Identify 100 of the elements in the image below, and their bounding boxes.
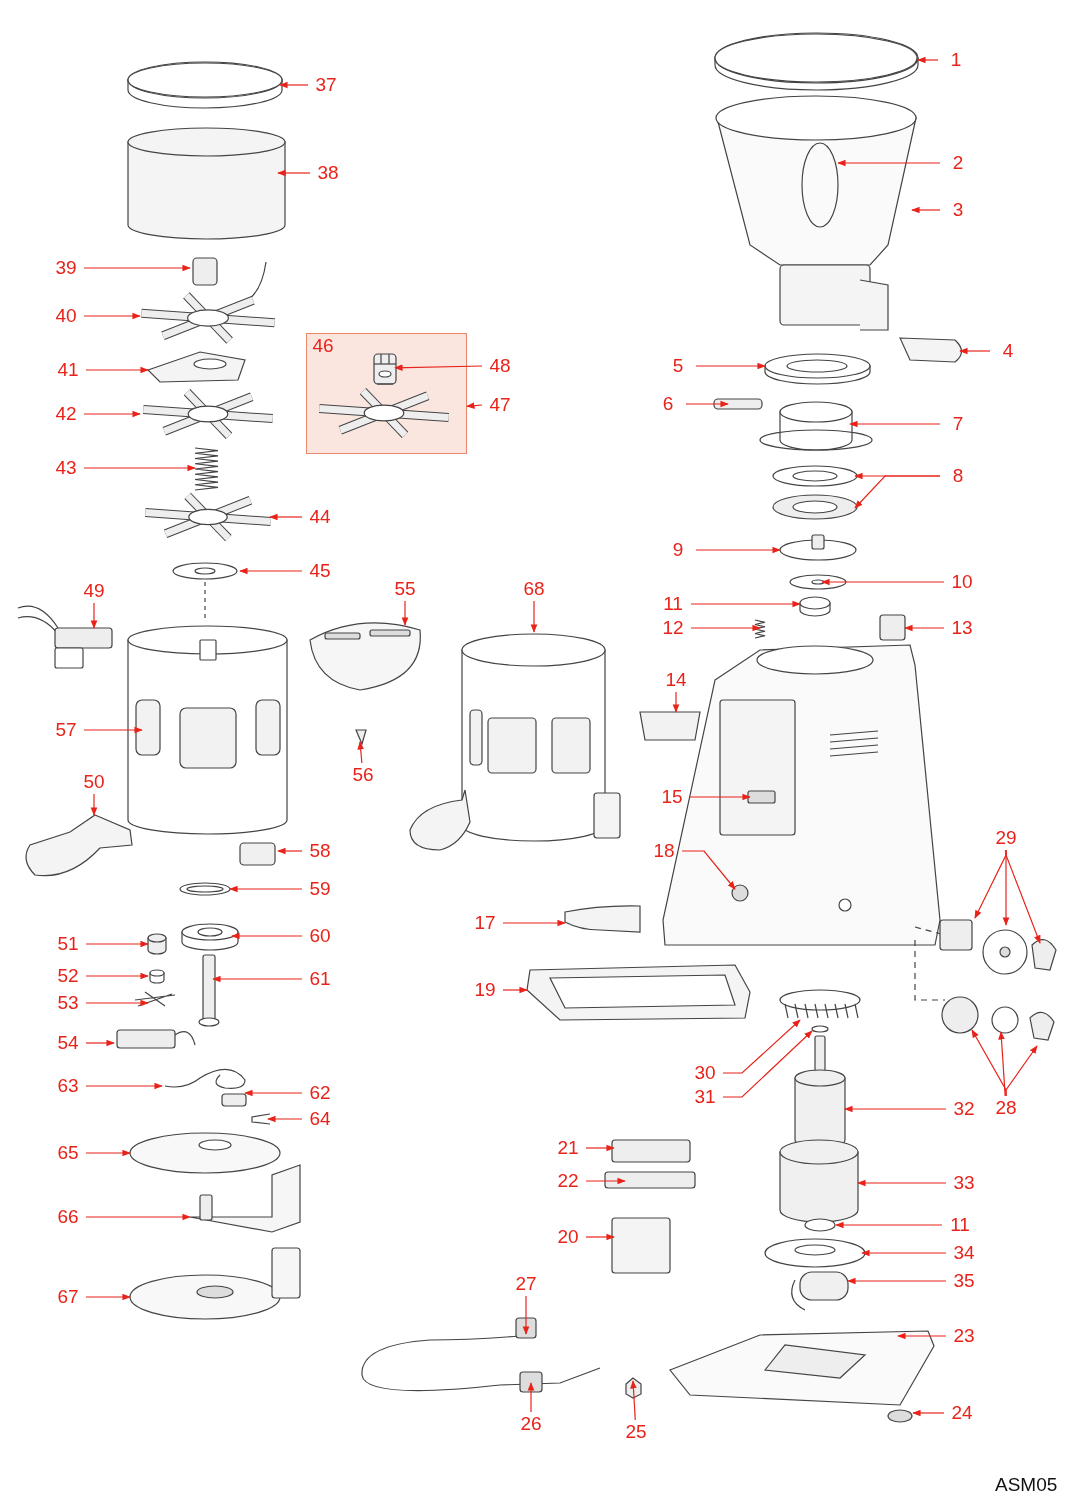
leader-line <box>722 1019 801 1074</box>
callout-number: 13 <box>947 617 977 639</box>
leader-line <box>690 600 801 608</box>
callout-number: 30 <box>690 1062 720 1084</box>
callout-number: 12 <box>658 617 688 639</box>
leader-line <box>585 1177 626 1185</box>
callout-number: 60 <box>305 925 335 947</box>
leader-line <box>277 169 311 177</box>
callout-number: 34 <box>949 1242 979 1264</box>
leader-line <box>522 1295 530 1335</box>
leader-line <box>917 56 939 64</box>
callout-number: 49 <box>79 580 109 602</box>
callout-number: 25 <box>621 1421 651 1443</box>
leader-line <box>85 940 149 948</box>
callout-number: 21 <box>553 1137 583 1159</box>
callout-number: 4 <box>993 340 1023 362</box>
callout-number: 62 <box>305 1082 335 1104</box>
agitator-drawing <box>318 388 450 438</box>
leader-line <box>857 1179 947 1187</box>
leader-line <box>695 362 766 370</box>
callout-number: 24 <box>947 1402 977 1424</box>
leader-line <box>861 1249 947 1257</box>
callout-number: 61 <box>305 968 335 990</box>
leader-line <box>1005 1045 1038 1097</box>
callout-number: 65 <box>53 1142 83 1164</box>
inset-frame <box>306 333 467 454</box>
leader-line <box>911 206 941 214</box>
callout-number: 51 <box>53 933 83 955</box>
callout-number: 26 <box>516 1413 546 1435</box>
callout-number: 7 <box>943 413 973 435</box>
callout-number: 46 <box>311 335 335 357</box>
leader-line <box>85 366 149 374</box>
leader-line <box>897 1332 947 1340</box>
callout-number: 50 <box>79 771 109 793</box>
leader-line <box>85 1082 163 1090</box>
callout-number: 5 <box>663 355 693 377</box>
leader-line <box>401 600 409 626</box>
callout-number: 14 <box>661 669 691 691</box>
callout-number: 56 <box>348 764 378 786</box>
callout-number: 47 <box>485 394 515 416</box>
callout-number: 53 <box>53 992 83 1014</box>
callout-number: 17 <box>470 912 500 934</box>
leader-line <box>672 691 680 713</box>
leader-line <box>394 364 483 371</box>
leader-line <box>83 464 196 472</box>
callout-number: 64 <box>305 1108 335 1130</box>
callout-number: 68 <box>519 578 549 600</box>
leader-line <box>90 602 98 629</box>
leader-line <box>502 986 528 994</box>
callout-number: 38 <box>313 162 343 184</box>
callout-number: 58 <box>305 840 335 862</box>
leader-line <box>904 624 945 632</box>
leader-line <box>681 850 736 890</box>
leader-line <box>998 1031 1006 1097</box>
callout-number: 9 <box>663 539 693 561</box>
callout-number: 2 <box>943 152 973 174</box>
leader-line <box>83 264 191 272</box>
leader-line <box>821 578 945 586</box>
leader-line <box>85 1213 191 1221</box>
leader-line <box>630 1380 637 1421</box>
leader-line <box>847 1277 947 1285</box>
leader-line <box>239 567 303 575</box>
callout-number: 8 <box>943 465 973 487</box>
callout-number: 29 <box>991 827 1021 849</box>
leader-line <box>690 624 761 632</box>
leader-line <box>530 600 538 633</box>
callout-number: 39 <box>51 257 81 279</box>
leader-line <box>279 81 309 89</box>
nut-drawing <box>373 353 397 385</box>
callout-number: 18 <box>649 840 679 862</box>
callout-number: 41 <box>53 359 83 381</box>
leader-line <box>854 475 941 509</box>
leader-line <box>85 1293 131 1301</box>
callout-number: 63 <box>53 1075 83 1097</box>
leader-line <box>83 312 141 320</box>
leader-line <box>849 420 941 428</box>
callout-number: 20 <box>553 1226 583 1248</box>
callout-number: 33 <box>949 1172 979 1194</box>
leader-line <box>466 402 483 409</box>
callout-number: 57 <box>51 719 81 741</box>
callout-number: 43 <box>51 457 81 479</box>
leader-line <box>722 1030 813 1098</box>
leader-line <box>357 741 365 764</box>
leader-line <box>212 975 303 983</box>
callout-number: 45 <box>305 560 335 582</box>
leader-line <box>585 1144 615 1152</box>
leader-line <box>244 1089 303 1097</box>
leader-line <box>1005 849 1041 944</box>
leader-line <box>695 546 781 554</box>
callout-number: 44 <box>305 506 335 528</box>
leader-line <box>83 410 141 418</box>
leader-line <box>585 1233 615 1241</box>
callout-number: 19 <box>470 979 500 1001</box>
callout-number: 10 <box>947 571 977 593</box>
leader-line <box>229 885 303 893</box>
callout-number: 22 <box>553 1170 583 1192</box>
callout-number: 40 <box>51 305 81 327</box>
leader-line <box>959 347 991 355</box>
leader-line <box>837 159 941 167</box>
callout-number: 1 <box>941 49 971 71</box>
